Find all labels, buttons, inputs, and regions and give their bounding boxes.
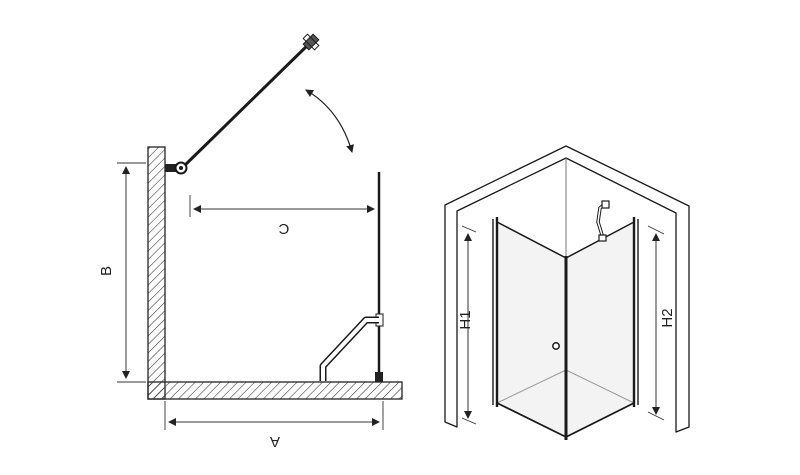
fixed-panel <box>375 172 384 382</box>
dimension-c <box>189 195 375 217</box>
dimension-h2-label: H2 <box>659 308 676 327</box>
dimension-h1 <box>461 225 477 425</box>
iso-door-knob <box>552 342 560 350</box>
iso-left-glass <box>497 222 566 437</box>
swing-arc-arrow <box>305 89 354 153</box>
dimension-b <box>117 162 146 383</box>
iso-wall-outline <box>444 145 690 433</box>
dimension-a-label: A <box>270 433 280 450</box>
dimension-c-label: C <box>278 220 289 237</box>
stabiliser-bar <box>319 316 379 381</box>
dimension-a <box>164 401 384 430</box>
iso-stabiliser-bracket <box>596 200 610 242</box>
isometric-view: H1 H2 <box>444 145 690 440</box>
plan-wall <box>147 146 403 400</box>
iso-frame <box>492 217 639 440</box>
dimension-h1-label: H1 <box>457 310 474 329</box>
dimension-h2 <box>647 225 665 421</box>
swing-door <box>165 33 320 175</box>
plan-view: B A C <box>98 33 403 450</box>
dimension-b-label: B <box>98 266 115 276</box>
iso-right-glass <box>566 222 634 437</box>
